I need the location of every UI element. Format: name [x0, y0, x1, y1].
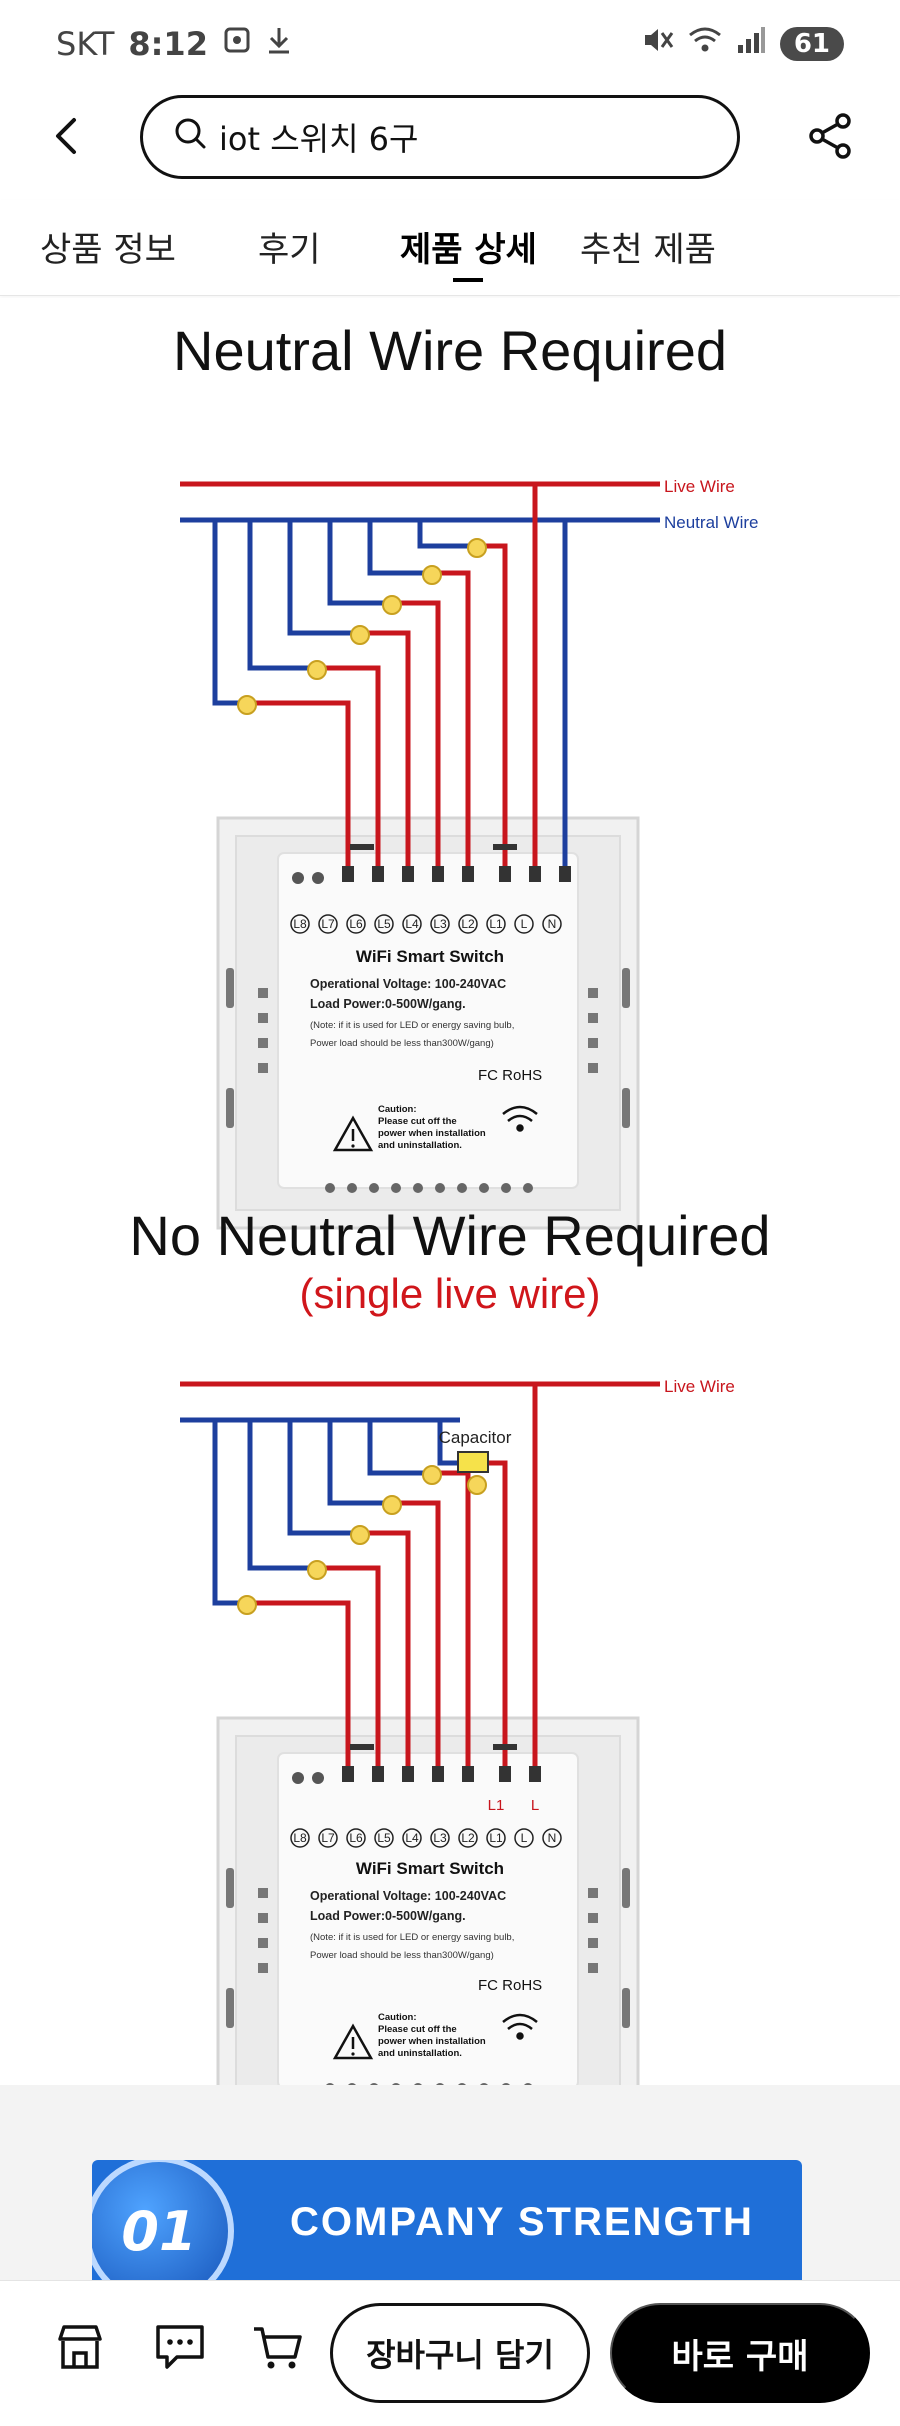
- diagram2-caution-3: power when installation: [378, 2036, 486, 2047]
- svg-text:L: L: [521, 917, 528, 931]
- diagram1-title: Neutral Wire Required: [173, 319, 727, 382]
- tab-product-detail[interactable]: 제품 상세: [400, 230, 537, 270]
- store-button[interactable]: [50, 2319, 110, 2379]
- diagram1-note1: (Note: if it is used for LED or energy s…: [310, 1020, 514, 1031]
- svg-text:L8: L8: [293, 917, 307, 931]
- status-bar: SKT 8:12 61: [0, 0, 900, 88]
- wifi-icon: [688, 25, 722, 63]
- diagram2-l-label: L: [531, 1797, 539, 1814]
- diagram1-neutral-label: Neutral Wire: [664, 513, 758, 532]
- svg-text:N: N: [548, 917, 557, 931]
- mute-icon: [642, 25, 674, 63]
- buy-now-button[interactable]: 바로 구매: [610, 2303, 870, 2403]
- cart-icon-button[interactable]: [248, 2319, 308, 2379]
- cart-icon: [251, 2321, 305, 2377]
- back-button[interactable]: [22, 93, 112, 183]
- chevron-left-icon: [52, 116, 82, 160]
- screenshot-icon: [222, 25, 252, 63]
- chat-button[interactable]: [150, 2319, 210, 2379]
- diagram2-live-label: Live Wire: [664, 1377, 735, 1396]
- diagram2-subtitle: (single live wire): [299, 1270, 601, 1317]
- bottom-action-bar: 장바구니 담기 바로 구매: [0, 2280, 900, 2426]
- diagram2-note1: (Note: if it is used for LED or energy s…: [310, 1932, 514, 1943]
- banner-title: COMPANY STRENGTH: [290, 2200, 754, 2244]
- diagram2-warning-icon: [332, 2023, 374, 2060]
- diagram1-wiring: Live Wire Neutral Wire L8 L7 L6 L5 L4 L3…: [180, 477, 758, 1230]
- diagram2-caution-1: Caution:: [378, 2012, 417, 2023]
- diagram2-caution-2: Please cut off the: [378, 2024, 457, 2035]
- capacitor-component: [457, 1451, 489, 1473]
- battery-level: 61: [779, 27, 844, 61]
- diagram1-wifi-icon: [502, 1105, 538, 1132]
- search-input[interactable]: iot 스위치 6구: [140, 95, 740, 179]
- diagram1-warning-icon: [332, 1115, 374, 1152]
- svg-text:N: N: [548, 1831, 557, 1845]
- svg-text:L7: L7: [321, 917, 335, 931]
- capacitor-label: Capacitor: [439, 1428, 512, 1447]
- diagram1-voltage: Operational Voltage: 100-240VAC: [310, 977, 506, 991]
- company-strength-banner: 01 COMPANY STRENGTH: [92, 2160, 802, 2290]
- svg-text:L1: L1: [489, 1831, 503, 1845]
- download-icon: [266, 25, 292, 63]
- svg-text:L3: L3: [433, 917, 447, 931]
- diagram2-voltage: Operational Voltage: 100-240VAC: [310, 1889, 506, 1903]
- tab-reviews[interactable]: 후기: [258, 230, 321, 270]
- diagram2-l1-label: L1: [488, 1797, 505, 1814]
- diagram2-caution-4: and uninstallation.: [378, 2048, 462, 2059]
- clock: 8:12: [128, 25, 208, 63]
- svg-text:L6: L6: [349, 1831, 363, 1845]
- svg-text:L6: L6: [349, 917, 363, 931]
- diagram2-device-title: WiFi Smart Switch: [356, 1859, 504, 1878]
- top-header: iot 스위치 6구: [0, 88, 900, 188]
- svg-text:L3: L3: [433, 1831, 447, 1845]
- svg-text:L1: L1: [489, 917, 503, 931]
- svg-text:L5: L5: [377, 917, 391, 931]
- svg-text:L4: L4: [405, 917, 419, 931]
- diagram2-certs: FC RoHS: [478, 1977, 542, 1994]
- diagram1-caution-3: power when installation: [378, 1128, 486, 1139]
- svg-text:L5: L5: [377, 1831, 391, 1845]
- svg-text:L2: L2: [461, 1831, 475, 1845]
- share-icon: [805, 111, 855, 165]
- diagram2-load: Load Power:0-500W/gang.: [310, 1909, 466, 1923]
- store-icon: [54, 2321, 106, 2377]
- carrier-label: SKT: [56, 25, 115, 63]
- svg-text:L8: L8: [293, 1831, 307, 1845]
- diagram2-title: No Neutral Wire Required: [129, 1204, 771, 1267]
- svg-text:L7: L7: [321, 1831, 335, 1845]
- diagram2-note2: Power load should be less than300W/gang): [310, 1950, 494, 1961]
- product-detail-content: Neutral Wire Required: [0, 298, 900, 2300]
- diagram1-terminal-labels: L8 L7 L6 L5 L4 L3 L2 L1 L N: [290, 914, 562, 934]
- svg-text:L2: L2: [461, 917, 475, 931]
- diagram1-load: Load Power:0-500W/gang.: [310, 997, 466, 1011]
- tab-product-info[interactable]: 상품 정보: [40, 230, 176, 270]
- active-tab-indicator: [453, 278, 483, 282]
- diagram1-caution-1: Caution:: [378, 1104, 417, 1115]
- diagram1-note2: Power load should be less than300W/gang): [310, 1038, 494, 1049]
- banner-number-badge: 01: [92, 2160, 234, 2290]
- search-query-text: iot 스위치 6구: [219, 120, 419, 158]
- diagram1-device-title: WiFi Smart Switch: [356, 947, 504, 966]
- diagram1-caution-2: Please cut off the: [378, 1116, 457, 1127]
- diagram1-caution-4: and uninstallation.: [378, 1140, 462, 1151]
- diagram2-terminal-labels: L8 L7 L6 L5 L4 L3 L2 L1 L N: [290, 1828, 562, 1848]
- diagram2-wifi-icon: [502, 2013, 538, 2040]
- svg-text:L4: L4: [405, 1831, 419, 1845]
- search-icon: [173, 116, 207, 158]
- signal-icon: [736, 25, 766, 63]
- share-button[interactable]: [790, 98, 870, 178]
- tab-recommended[interactable]: 추천 제품: [580, 230, 716, 270]
- svg-text:L: L: [521, 1831, 528, 1845]
- add-to-cart-button[interactable]: 장바구니 담기: [330, 2303, 590, 2403]
- chat-icon: [153, 2321, 207, 2377]
- diagram2-wiring: Capacitor L1 L Live Wire L8 L7 L6 L5 L4 …: [180, 1377, 806, 2199]
- diagram1-certs: FC RoHS: [478, 1067, 542, 1084]
- diagram1-live-label: Live Wire: [664, 477, 735, 496]
- product-tabs: 상품 정보 후기 제품 상세 추천 제품: [0, 200, 900, 296]
